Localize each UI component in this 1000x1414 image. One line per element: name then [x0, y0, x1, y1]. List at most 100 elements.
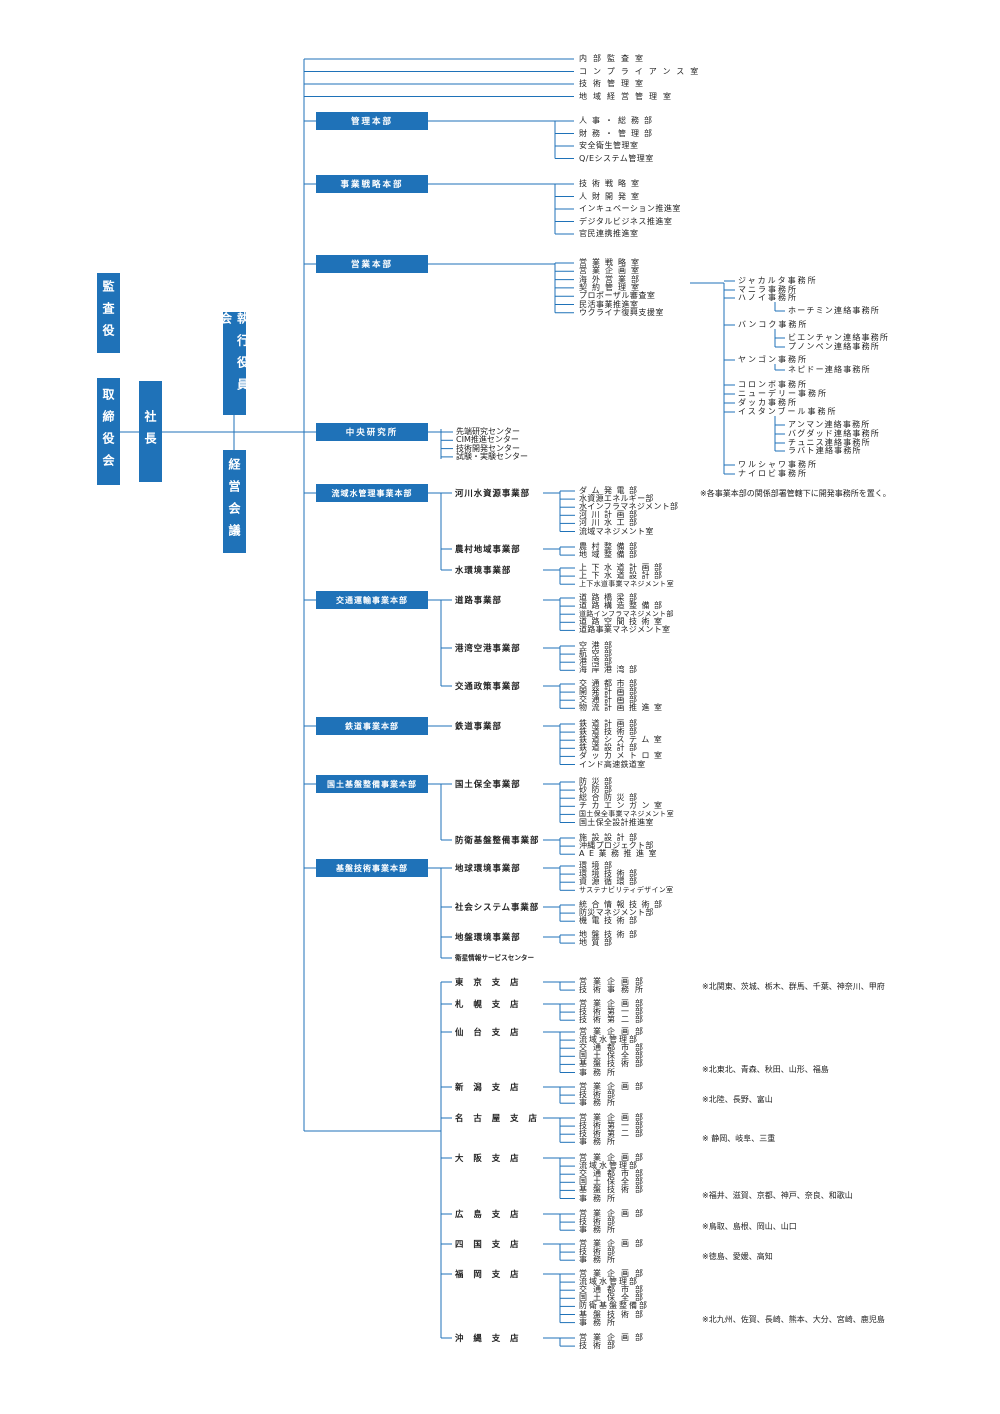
overseas-office-label: ワルシャワ事務所 — [738, 460, 818, 469]
branch-item-label: 技術第二部 — [579, 1015, 649, 1025]
unit-item-label: 地域整備部 — [579, 550, 642, 560]
branch-item-label: 営業企画部 — [579, 1027, 649, 1036]
unit-item-label: 航空部 — [579, 649, 617, 659]
unit-item-label: 沖縄プロジェクト部 — [579, 841, 654, 851]
branch-item-label: 事務所 — [579, 1067, 621, 1077]
unit-item-label: 水インフラマネジメント部 — [579, 502, 679, 512]
hq-item-label: プロポーザル審査室 — [579, 291, 656, 301]
business-unit-box: 流域水管理事業本部 — [316, 484, 428, 502]
board-box: 取締役会 — [97, 378, 120, 485]
management-meeting-box: 経営会議 — [223, 450, 246, 553]
branch-item-label: 営業企画部 — [579, 977, 649, 986]
branch-item-label: 技術部 — [579, 1217, 621, 1227]
hq-item-label: 人財開発室 — [579, 191, 644, 201]
branch-label: 大阪支店 — [455, 1153, 529, 1163]
unit-item-label: AE業務推進室 — [579, 849, 662, 859]
branch-item-label: 事務所 — [579, 1255, 621, 1265]
unit-item-label: 流域マネジメント室 — [579, 526, 654, 536]
branch-item-label: 交通都市部 — [579, 1169, 649, 1179]
hq-item-label: 人事・総務部 — [579, 116, 657, 125]
unit-item-label: 砂防部 — [579, 785, 617, 795]
branch-label: 仙台支店 — [455, 1027, 529, 1037]
unit-item-label: 上下水道事業マネジメント室 — [579, 580, 674, 589]
hq-item-label: 財務・管理部 — [579, 128, 657, 138]
division-label: 道路事業部 — [455, 595, 502, 605]
branch-item-label: 流域水管理部 — [579, 1035, 639, 1045]
unit-item-label: 海岸港湾部 — [579, 665, 642, 675]
branch-item-label: 交通都市部 — [579, 1285, 649, 1295]
branch-item-label: 基盤技術部 — [579, 1309, 649, 1319]
division-label: 河川水資源事業部 — [455, 488, 530, 498]
unit-item-label: 環境部 — [579, 861, 617, 870]
branch-label: 札幌支店 — [455, 999, 529, 1009]
branch-item-label: 国土保全部 — [579, 1051, 649, 1061]
overseas-office-label: コロンボ事務所 — [738, 380, 808, 389]
branch-item-label: 技術事務所 — [579, 985, 649, 995]
unit-item-label: 開発計画部 — [579, 687, 642, 697]
hq-box: 管理本部 — [316, 112, 428, 130]
research-center-label: 技術開発センター — [456, 443, 520, 453]
hq-item-label: 海外営業部 — [579, 274, 644, 284]
branch-label: 福岡支店 — [455, 1269, 529, 1279]
branch-item-label: 事務所 — [579, 1098, 621, 1108]
branch-item-label: 営業企画部 — [579, 1082, 649, 1091]
hq-item-label: 民活事業推進室 — [579, 299, 639, 309]
branch-label: 東京支店 — [455, 977, 529, 987]
branch-label: 名古屋支店 — [455, 1113, 547, 1123]
overseas-office-label: ダッカ事務所 — [738, 398, 798, 407]
overseas-office-label: ニューデリー事務所 — [738, 389, 828, 398]
hq-item-label: デジタルビジネス推進室 — [579, 216, 673, 226]
hq-box: 中央研究所 — [316, 423, 428, 441]
unit-item-label: 道路事業マネジメント室 — [579, 625, 671, 635]
unit-item-label: 鉄道技術部 — [579, 727, 642, 737]
business-unit-box: 交通運輸事業本部 — [316, 591, 428, 609]
branch-note: ※鳥取、島根、岡山、山口 — [702, 1222, 797, 1232]
research-center-label: 先端研究センター — [456, 427, 520, 436]
overseas-office-label: イスタンブール事務所 — [738, 407, 838, 416]
unit-item-label: ダッカメトロ室 — [579, 751, 667, 761]
unit-item-label: 交通計画部 — [579, 695, 642, 705]
overseas-liaison-label: ネピドー連絡事務所 — [788, 365, 871, 374]
division-label: 防衛基盤整備事業部 — [455, 835, 540, 845]
division-label: 農村地域事業部 — [455, 544, 521, 554]
unit-item-label: 空港部 — [579, 641, 617, 650]
branch-item-label: 営業企画部 — [579, 1239, 649, 1248]
branch-item-label: 技術部 — [579, 1341, 621, 1351]
branch-note: ※徳島、愛媛、高知 — [702, 1252, 773, 1262]
overseas-liaison-label: ラバト連絡事務所 — [788, 446, 862, 455]
branch-note: ※ 静岡、岐阜、三重 — [702, 1134, 776, 1144]
unit-item-label: 道路橋梁部 — [579, 593, 642, 602]
unit-item-label: 鉄道計画部 — [579, 719, 642, 728]
division-label: 港湾空港事業部 — [455, 643, 521, 653]
branch-item-label: 営業企画部 — [579, 1113, 649, 1122]
branch-item-label: 事務所 — [579, 1225, 621, 1235]
hq-item-label: 営業企画室 — [579, 266, 644, 276]
unit-item-label: 港湾部 — [579, 657, 617, 667]
top-office-label: 技術管理室 — [579, 79, 649, 88]
division-label: 交通政策事業部 — [455, 681, 521, 691]
business-unit-box: 基盤技術事業本部 — [316, 859, 428, 877]
branch-item-label: 技術部 — [579, 1247, 621, 1257]
branch-label: 広島支店 — [455, 1209, 529, 1219]
division-label: 水環境事業部 — [455, 565, 512, 575]
branch-item-label: 営業企画部 — [579, 999, 649, 1008]
branch-item-label: 技術第一部 — [579, 1007, 649, 1017]
branch-note: ※福井、滋賀、京都、神戸、奈良、和歌山 — [702, 1190, 853, 1200]
overseas-liaison-label: バグダッド連絡事務所 — [788, 429, 880, 438]
branch-label: 四国支店 — [455, 1239, 529, 1249]
unit-item-label: 機電技術部 — [579, 916, 642, 926]
branch-item-label: 防衛基盤整備部 — [579, 1301, 649, 1311]
overseas-liaison-label: アンマン連絡事務所 — [788, 420, 871, 429]
president-box: 社長 — [139, 381, 162, 482]
business-unit-box: 鉄道事業本部 — [316, 717, 428, 735]
branch-note: ※北九州、佐賀、長崎、熊本、大分、宮崎、鹿児島 — [702, 1314, 885, 1324]
business-unit-box: 国土基盤整備事業本部 — [316, 775, 428, 793]
unit-item-label: 地盤技術部 — [579, 930, 642, 939]
unit-item-label: 防災マネジメント部 — [579, 908, 654, 918]
division-label: 地盤環境事業部 — [455, 932, 521, 942]
unit-item-label: 統合情報技術部 — [579, 900, 667, 909]
unit-item-label: 鉄道設計部 — [579, 743, 642, 753]
overseas-office-label: ヤンゴン事務所 — [738, 355, 808, 364]
branch-item-label: 国土保全部 — [579, 1177, 649, 1187]
overseas-office-label: ナイロビ事務所 — [738, 469, 808, 478]
